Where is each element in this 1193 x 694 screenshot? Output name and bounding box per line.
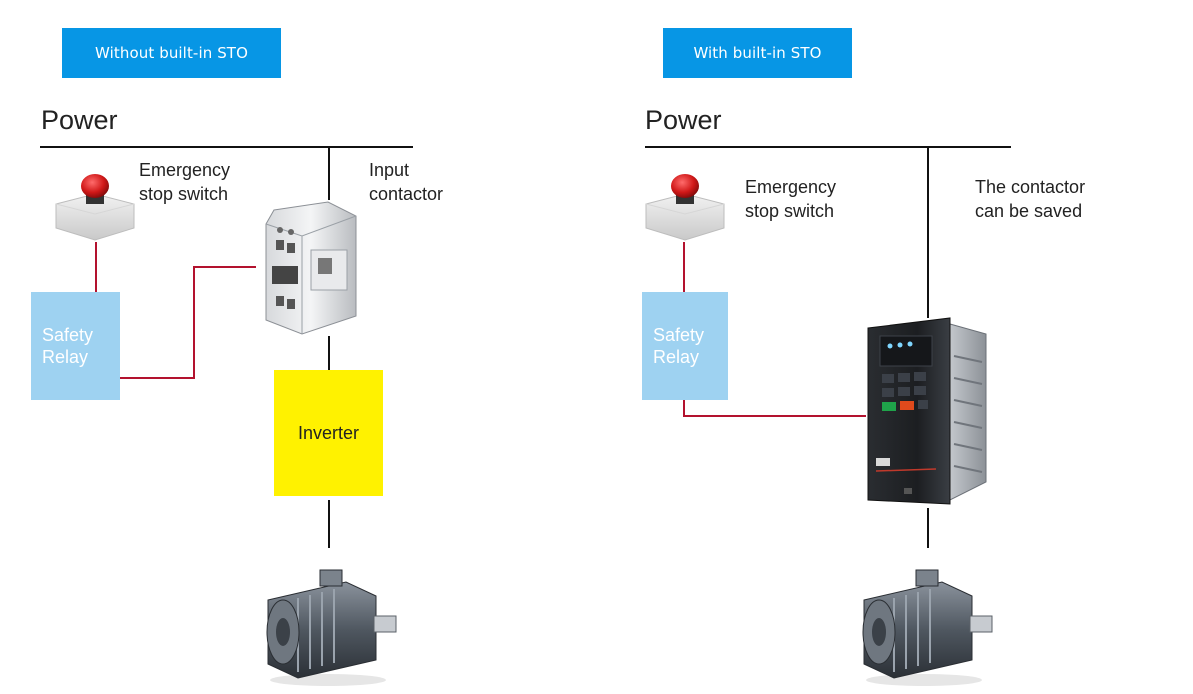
- right-safety-relay-line1: Safety: [653, 325, 705, 345]
- right-safety-relay-line2: Relay: [653, 347, 700, 367]
- right-power-label: Power: [645, 105, 722, 135]
- contactor-saved-note-line1: The contactor: [975, 177, 1086, 197]
- left-estop-label-line1: Emergency: [139, 160, 231, 180]
- left-safety-relay: Safety Relay: [31, 292, 120, 400]
- contactor-saved-note: The contactor can be saved: [975, 175, 1085, 223]
- contactor-icon: [265, 201, 357, 335]
- emergency-stop-button-icon: [645, 174, 725, 241]
- right-relay-to-drive: [683, 400, 866, 417]
- without-sto-tag-text: Without built-in STO: [95, 44, 248, 62]
- right-estop-label-line1: Emergency: [745, 177, 837, 197]
- left-relay-to-contactor: [120, 266, 256, 379]
- contactor-saved-note-line2: can be saved: [975, 201, 1083, 221]
- electric-motor-icon: [266, 569, 397, 686]
- with-sto-tag-text: With built-in STO: [693, 44, 822, 62]
- input-contactor-label-line1: Input: [369, 160, 410, 180]
- left-safety-relay-line2: Relay: [42, 347, 89, 367]
- emergency-stop-button-icon: [55, 174, 135, 241]
- left-power-label: Power: [41, 105, 118, 135]
- with-sto-tag: With built-in STO: [663, 28, 852, 78]
- left-estop-label: Emergency stop switch: [139, 158, 230, 206]
- electric-motor-icon: [862, 569, 993, 686]
- input-contactor-label: Input contactor: [369, 158, 443, 206]
- inverter-drive-icon: [867, 317, 987, 505]
- right-estop-label-line2: stop switch: [745, 201, 835, 221]
- left-estop-label-line2: stop switch: [139, 184, 229, 204]
- input-contactor-label-line2: contactor: [369, 184, 444, 204]
- inverter-box-label: Inverter: [297, 422, 360, 443]
- without-sto-tag: Without built-in STO: [62, 28, 281, 78]
- right-estop-label: Emergency stop switch: [745, 175, 836, 223]
- inverter-box: Inverter: [274, 370, 383, 496]
- left-safety-relay-line1: Safety: [42, 325, 94, 345]
- right-safety-relay: Safety Relay: [642, 292, 728, 400]
